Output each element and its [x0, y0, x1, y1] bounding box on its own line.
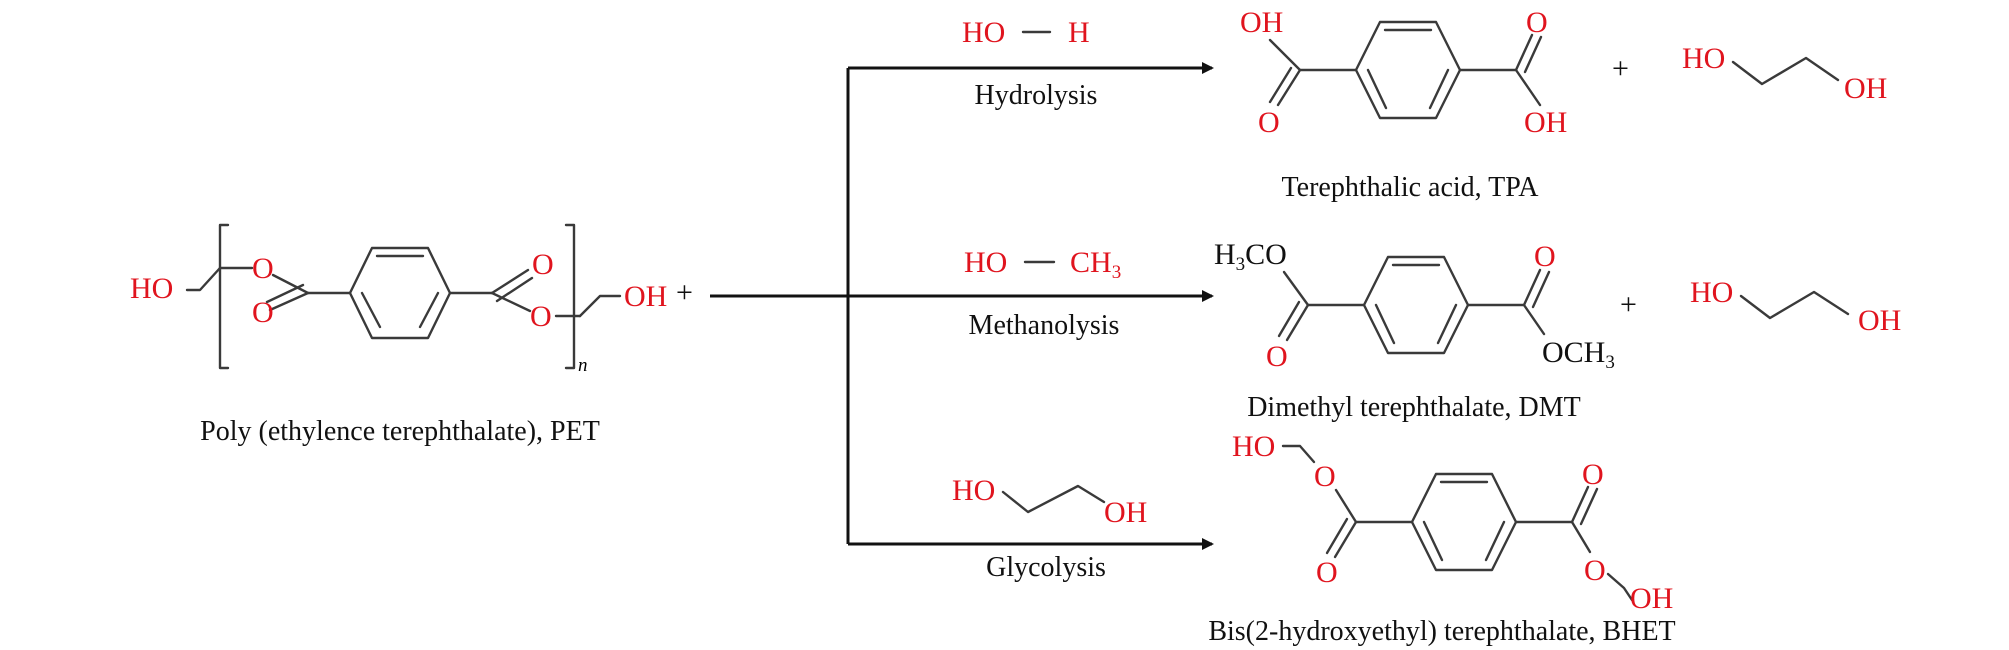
reaction-arrows [710, 62, 1214, 550]
methanolysis-byproduct-glycol: HO OH [1690, 276, 1901, 337]
pet-ester-o-right: O [530, 300, 552, 333]
dmt-ome-bond-right [1522, 303, 1546, 336]
pet-benzene-ring [348, 246, 452, 340]
bhet-o-top: O [1582, 458, 1604, 491]
dmt-o-low: O [1266, 340, 1288, 373]
tpa-name-label: Terephthalic acid, TPA [1282, 172, 1540, 203]
bhet-o-low: O [1316, 556, 1338, 589]
hydrolysis-label: Hydrolysis [975, 80, 1098, 111]
water-h: H [1068, 16, 1090, 49]
methanolysis-label: Methanolysis [969, 310, 1120, 341]
dmt-name-label: Dimethyl terephthalate, DMT [1247, 392, 1581, 423]
pet-oh-end: OH [624, 280, 667, 313]
glycol-ho: HO [952, 474, 995, 507]
pet-right-bracket [564, 223, 576, 370]
tpa-carbonyl-right [1514, 33, 1543, 74]
methanolysis-eg-chain [1739, 290, 1850, 320]
dmt-benzene-ring [1362, 255, 1470, 355]
dmt-ome-bond-left [1282, 270, 1310, 307]
bhet-oh-low: OH [1630, 582, 1673, 615]
methanolysis-eg-ho: HO [1690, 276, 1733, 309]
hydrolysis-reagent: HO H [962, 16, 1090, 49]
bhet-ho-chain [1281, 444, 1316, 464]
hydrolysis-plus-sign: + [1612, 52, 1629, 85]
tpa-benzene-ring [1354, 20, 1462, 120]
tpa-o-low: O [1258, 106, 1280, 139]
pet-ester-o-left: O [252, 252, 274, 285]
bhet-o-to-carbonyl-left [1334, 488, 1358, 524]
pet-left-chain-bond [185, 266, 222, 292]
pet-carbonyl-o-left: O [252, 296, 274, 329]
pet-carbonyl-to-o-bond [490, 291, 532, 313]
hydrolysis-eg-ho: HO [1682, 42, 1725, 75]
methanol-ho: HO [964, 246, 1007, 279]
tpa-carbonyl-left [1268, 66, 1302, 107]
bhet-oh-chain [1606, 572, 1634, 602]
hydrolysis-byproduct-glycol: HO OH [1682, 42, 1887, 105]
pet-name-label: Poly (ethylence terephthalate), PET [200, 416, 600, 447]
tpa-oh-bond-right [1514, 68, 1542, 107]
glycol-oh: OH [1104, 496, 1147, 529]
pet-carbonyl-o-right: O [532, 248, 554, 281]
glycolysis-reagent: HO OH [952, 474, 1147, 529]
bhet-structure: HO O O O O OH [1232, 430, 1673, 615]
dmt-och3: OCH3 [1542, 336, 1615, 373]
bhet-carbonyl-left [1325, 517, 1358, 559]
dmt-carbonyl-left [1277, 300, 1310, 342]
pet-left-bracket [218, 223, 230, 370]
methanolysis-eg-oh: OH [1858, 304, 1901, 337]
bhet-name-label: Bis(2-hydroxyethyl) terephthalate, BHET [1208, 616, 1675, 647]
tpa-structure: OH O O OH + [1240, 6, 1629, 139]
dmt-structure: H3CO O O OCH3 + [1214, 238, 1637, 373]
bhet-ester-o-left: O [1314, 460, 1336, 493]
pet-o-to-carbonyl-bond [271, 273, 310, 295]
water-ho: HO [962, 16, 1005, 49]
bhet-carbonyl-right [1570, 485, 1599, 526]
bhet-benzene-ring [1410, 472, 1518, 572]
dmt-carbonyl-right [1522, 268, 1551, 309]
methanolysis-reagent: HO CH3 [964, 246, 1121, 283]
pet-plus-sign: + [676, 276, 693, 309]
glycol-chain [1001, 484, 1106, 514]
pet-carbonyl-double-bond-left [265, 283, 310, 312]
hydrolysis-eg-chain [1731, 56, 1840, 86]
methanolysis-plus-sign: + [1620, 288, 1637, 321]
dmt-o-top: O [1534, 240, 1556, 273]
tpa-oh-top: OH [1240, 6, 1283, 39]
tpa-o-top: O [1526, 6, 1548, 39]
bhet-ho-top: HO [1232, 430, 1275, 463]
pet-repeat-n: n [578, 355, 588, 376]
dmt-h3co: H3CO [1214, 238, 1287, 275]
bhet-ester-o-right: O [1584, 554, 1606, 587]
tpa-oh-low: OH [1524, 106, 1567, 139]
bhet-carbonyl-to-o-right [1570, 520, 1592, 554]
methanol-ch3: CH3 [1070, 246, 1121, 283]
pet-ho-end: HO [130, 272, 173, 305]
pet-structure: HO O O O O n OH + [130, 223, 693, 376]
glycolysis-label: Glycolysis [986, 552, 1106, 583]
hydrolysis-eg-oh: OH [1844, 72, 1887, 105]
tpa-oh-bond-left [1268, 38, 1302, 72]
pet-oh-chain-bond [578, 294, 622, 318]
